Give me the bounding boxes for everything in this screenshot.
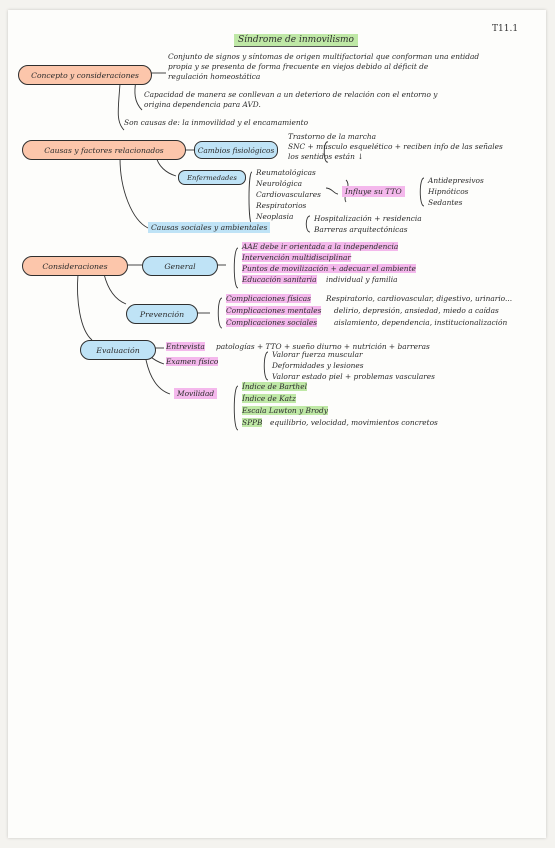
general-item: Educación sanitaria [242, 275, 317, 284]
evaluation-bubble: Evaluación [80, 340, 156, 360]
disease-item: Respiratorios [256, 201, 307, 210]
disease-item: Cardiovasculares [256, 190, 321, 199]
prevention-item-desc: aislamiento, dependencia, institucionali… [334, 318, 508, 327]
considerations-bubble: Consideraciones [22, 256, 128, 276]
physio-item: los sentidos están ↓ [288, 152, 364, 161]
exam-label: Examen físico [166, 357, 219, 366]
concept-line: propia y se presenta de forma frecuente … [168, 62, 429, 71]
page-title: Síndrome de inmovilismo [234, 34, 358, 47]
sppb-desc: equilibrio, velocidad, movimientos concr… [270, 418, 438, 427]
exam-item: Valorar fuerza muscular [272, 350, 363, 359]
prevention-item-label: Complicaciones físicas [226, 294, 311, 303]
mobility-scale: Escala Lawton y Brody [242, 406, 328, 415]
notebook-page: T11.1 Síndrome de inmovilismo Concepto y… [8, 10, 546, 838]
mobility-scale: Índice de Katz [242, 394, 296, 403]
diseases-bubble: Enfermedades [178, 170, 246, 185]
influence-item: Antidepresivos [428, 176, 484, 185]
mobility-label: Movilidad [174, 388, 218, 399]
general-item: Puntos de movilización + adecuar el ambi… [242, 264, 416, 273]
causes-bubble: Causas y factores relacionados [22, 140, 186, 160]
exam-item: Valorar estado piel + problemas vascular… [272, 372, 435, 381]
general-item: AAE debe ir orientada a la independencia [242, 242, 399, 251]
general-bubble: General [142, 256, 218, 276]
influence-label: Influye su TTO [342, 186, 405, 197]
influence-item: Hipnóticos [428, 187, 469, 196]
physio-changes-bubble: Cambios fisiológicos [194, 141, 278, 159]
mobility-scale: Índice de Barthel [242, 382, 307, 391]
physio-item: Trastorno de la marcha [288, 132, 376, 141]
concept-line: origina dependencia para AVD. [144, 100, 261, 109]
social-item: Barreras arquitectónicas [314, 225, 408, 234]
influence-item: Sedantes [428, 198, 463, 207]
disease-item: Neoplasia [256, 212, 294, 221]
prevention-item-label: Complicaciones sociales [226, 318, 318, 327]
prevention-item-desc: delirio, depresión, ansiedad, miedo a ca… [334, 306, 499, 315]
interview-desc: patologías + TTO + sueño diurno + nutric… [216, 342, 430, 351]
general-item-note: individual y familia [326, 275, 398, 284]
connector-lines [77, 72, 425, 431]
concept-line: regulación homeostática [168, 72, 261, 81]
concept-line: Son causas de: la inmovilidad y el encam… [124, 118, 309, 127]
concept-line: Capacidad de manera se conllevan a un de… [144, 90, 438, 99]
prevention-bubble: Prevención [126, 304, 198, 324]
general-item: Intervención multidisciplinar [242, 253, 351, 262]
interview-label: Entrevista [166, 342, 205, 351]
page-number: T11.1 [492, 24, 519, 34]
social-item: Hospitalización + residencia [314, 214, 422, 223]
social-causes-label: Causas sociales y ambientales [148, 222, 271, 233]
physio-item: SNC + musculo esquelético + reciben info… [288, 142, 503, 151]
concept-line: Conjunto de signos y síntomas de origen … [168, 52, 480, 61]
prevention-item-desc: Respiratorio, cardiovascular, digestivo,… [326, 294, 513, 303]
prevention-item-label: Complicaciones mentales [226, 306, 322, 315]
arrow [117, 83, 125, 131]
disease-item: Reumatológicas [256, 168, 316, 177]
disease-item: Neurológica [256, 179, 303, 188]
exam-item: Deformidades y lesiones [272, 361, 364, 370]
mobility-scale: SPPB [242, 418, 263, 427]
concept-bubble: Concepto y consideraciones [18, 65, 152, 85]
